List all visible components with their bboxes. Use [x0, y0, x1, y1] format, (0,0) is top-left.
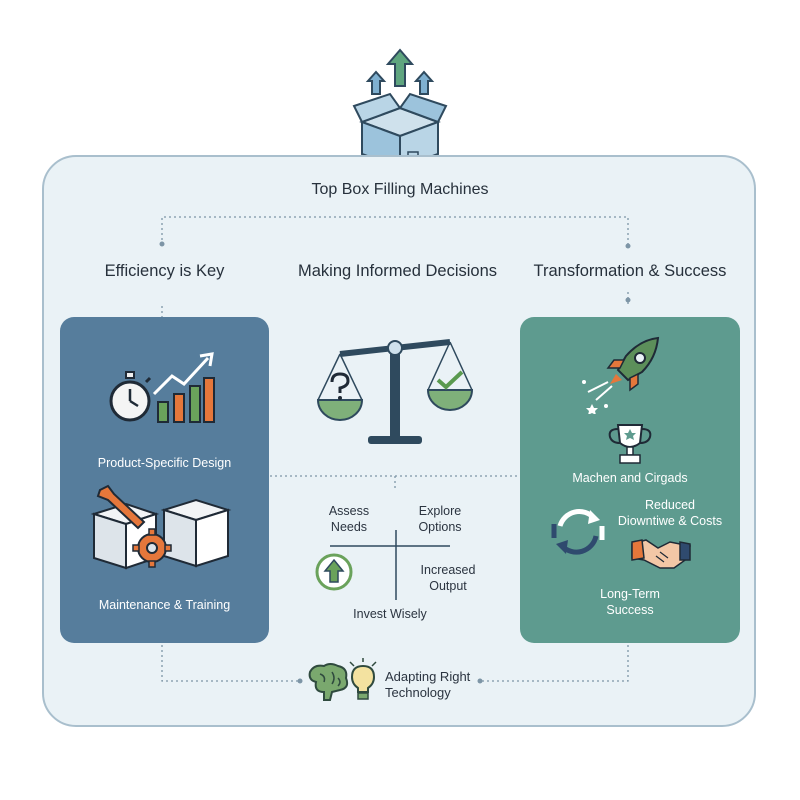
- boxes-wrench-gear-icon: [90, 484, 232, 570]
- trophy-icon: [608, 424, 652, 464]
- text-explore-options: Explore Options: [418, 504, 462, 534]
- diagram-title: Top Box Filling Machines: [311, 181, 489, 198]
- panel-item-reduced-costs: Reduced Diowntiwe & Costs: [617, 498, 723, 528]
- handshake-icon: [631, 539, 691, 569]
- panel-item-maintenance: Maintenance & Training: [98, 598, 231, 612]
- column-title-middle: Making Informed Decisions: [298, 262, 497, 280]
- text-assess-needs: Assess Needs: [328, 504, 370, 534]
- text-increased-output: Increased Output: [420, 563, 476, 593]
- rocket-icon: [582, 336, 660, 414]
- growth-chart-icon: [152, 352, 215, 423]
- panel-item-product-design: Product-Specific Design: [97, 456, 232, 470]
- brain-icon: [308, 663, 349, 701]
- footer-text: Adapting Right Technology: [385, 669, 471, 700]
- lightbulb-icon: [349, 658, 377, 700]
- balance-scale-icon: [316, 339, 474, 444]
- up-arrow-circle-icon: [315, 553, 353, 591]
- stopwatch-icon: [109, 371, 152, 422]
- efficiency-panel: [60, 317, 269, 643]
- panel-item-machen: Machen and Cirgads: [572, 471, 688, 485]
- cycle-arrows-icon: [551, 509, 605, 555]
- panel-item-long-term: Long-Term Success: [600, 587, 660, 617]
- text-invest-wisely: Invest Wisely: [353, 607, 427, 621]
- column-title-left: Efficiency is Key: [104, 262, 225, 280]
- column-title-right: Transformation & Success: [533, 262, 727, 280]
- decision-cross-lines: [330, 530, 450, 600]
